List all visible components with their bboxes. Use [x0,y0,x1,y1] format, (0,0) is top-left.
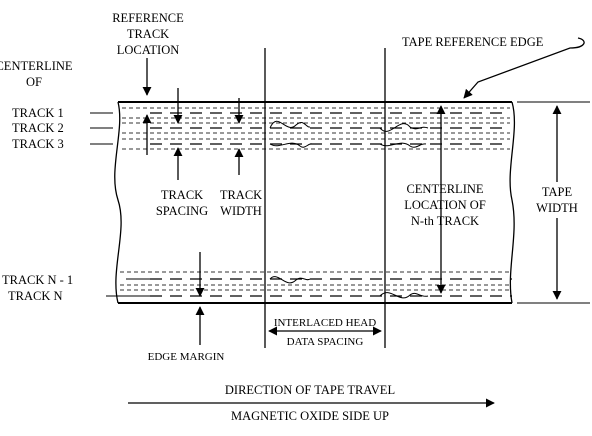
tape-left-break [114,101,122,304]
track-spacing-label-1: TRACK [161,188,203,202]
track-spacing-label-2: SPACING [156,204,208,218]
nth-track-label-3: N-th TRACK [411,214,479,228]
oxide-side-up-label: MAGNETIC OXIDE SIDE UP [231,409,389,423]
track-width-label-1: TRACK [220,188,262,202]
track-n-minus-1-label: TRACK N - 1 [2,273,73,287]
nth-track-label-1: CENTERLINE [406,182,483,196]
tape-width-label-bg [535,182,580,218]
interlaced-head-label: INTERLACED HEAD [274,317,376,329]
tape-width-label-1: TAPE [542,185,573,199]
reference-label-3: LOCATION [117,43,180,57]
track-1-label: TRACK 1 [12,106,64,120]
tape-right-break [509,101,516,304]
direction-of-travel-label: DIRECTION OF TAPE TRAVEL [225,383,395,397]
nth-track-label-2: LOCATION OF [404,198,486,212]
track-3-label: TRACK 3 [12,137,64,151]
track-leaders [90,112,150,297]
edge-margin-label: EDGE MARGIN [148,351,225,363]
data-spacing-label: DATA SPACING [287,336,364,348]
track-width-label-2: WIDTH [220,204,262,218]
centerline-of-label-2: OF [26,75,42,89]
reference-label-2: TRACK [127,27,169,41]
tape-reference-edge-label: TAPE REFERENCE EDGE [402,35,544,49]
track-n-label: TRACK N [8,289,63,303]
data-waveforms [269,120,429,299]
lower-track-band [120,271,512,297]
tape-body [114,101,516,304]
reference-label-1: REFERENCE [112,11,184,25]
centerline-of-label-1: CENTERLINE [0,59,73,73]
reference-edge-leader [463,37,585,99]
upper-track-band [122,107,510,150]
track-2-label: TRACK 2 [12,121,64,135]
tape-width-label-2: WIDTH [536,201,578,215]
